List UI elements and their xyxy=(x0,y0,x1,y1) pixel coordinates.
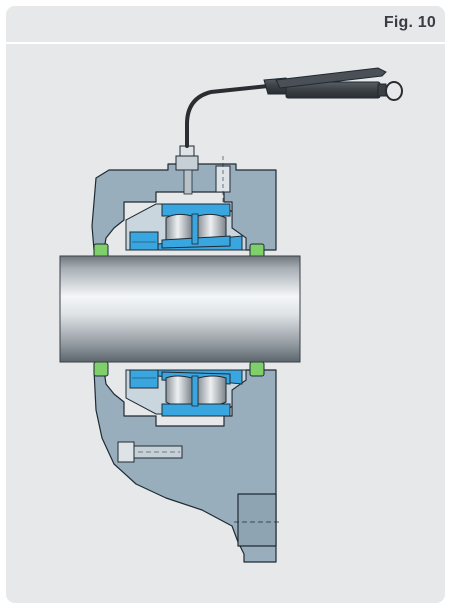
grease-nipple xyxy=(175,145,199,195)
figure-panel: Fig. 10 xyxy=(6,6,445,603)
bearing-upper xyxy=(161,203,231,249)
figure-label: Fig. 10 xyxy=(383,14,436,31)
bearing-lower xyxy=(161,371,231,417)
grease-gun-icon xyxy=(185,67,403,148)
bearing-housing-drawing xyxy=(59,67,403,563)
threaded-plug xyxy=(215,156,231,202)
housing-bolt xyxy=(117,441,183,463)
shaft-icon xyxy=(59,255,301,363)
seals xyxy=(93,243,265,377)
figure-header: Fig. 10 xyxy=(6,6,445,44)
